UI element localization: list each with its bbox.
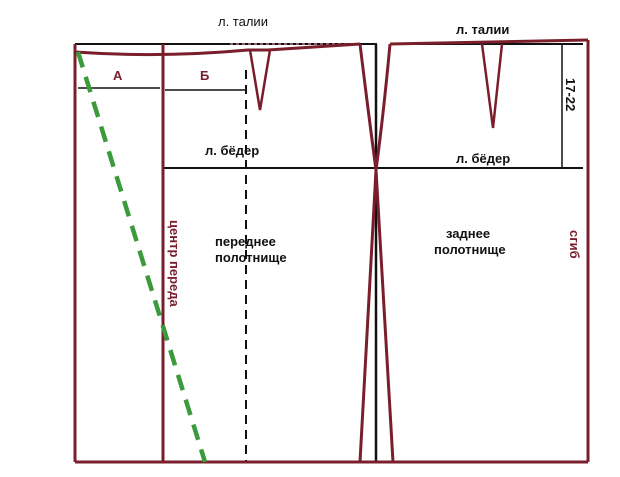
flare-diagonal-guide	[75, 51, 208, 463]
waist-label-right: л. талии	[456, 22, 509, 37]
hip-label-left: л. бёдер	[205, 143, 259, 158]
center-front-label: центр переда	[167, 220, 182, 307]
measurement-label: 17-22	[563, 78, 578, 111]
back-dart	[480, 43, 504, 129]
waist-label-left: л. талии	[218, 14, 268, 29]
front-waist-curve	[74, 42, 361, 57]
back-side-seam	[374, 43, 395, 463]
hip-label-right: л. бёдер	[456, 151, 510, 166]
front-side-seam	[358, 43, 378, 463]
front-dart	[248, 49, 272, 111]
front-panel-label-2: полотнище	[215, 250, 287, 265]
back-waist-line	[389, 38, 589, 46]
fold-label: сгиб	[567, 230, 582, 259]
front-panel-label-1: переднее	[215, 234, 276, 249]
letter-a: А	[113, 68, 123, 83]
back-panel-label-2: полотнище	[434, 242, 506, 257]
back-panel-label-1: заднее	[446, 226, 490, 241]
letter-b: Б	[200, 68, 209, 83]
